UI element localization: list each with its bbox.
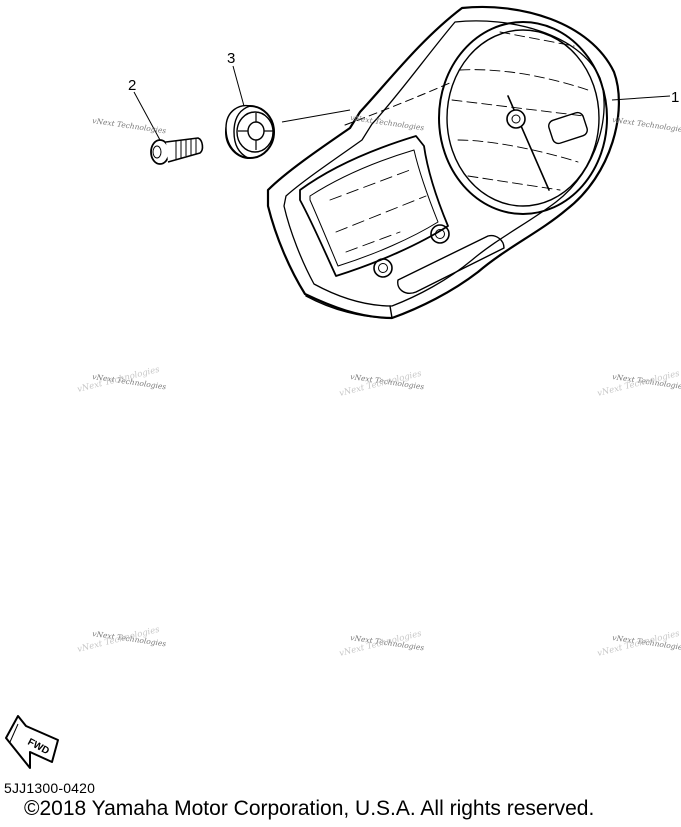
- watermark: vNext Technologies: [612, 115, 681, 134]
- grommet-part[interactable]: [225, 104, 275, 159]
- fwd-arrow-icon: FWD: [5, 715, 59, 769]
- watermark: vNext Technologies: [350, 113, 425, 132]
- bolt-part[interactable]: [150, 137, 204, 165]
- meter-assembly[interactable]: [266, 5, 620, 320]
- watermark: vNext Technologies: [92, 116, 167, 135]
- watermarks: vNext Technologies vNext Technologies vN…: [76, 113, 681, 659]
- diagram-code: 5JJ1300-0420: [4, 780, 96, 796]
- callout-1: 1: [671, 89, 679, 106]
- copyright-notice: ©2018 Yamaha Motor Corporation, U.S.A. A…: [24, 797, 595, 820]
- callout-3: 3: [227, 50, 235, 67]
- callout-2: 2: [128, 77, 136, 94]
